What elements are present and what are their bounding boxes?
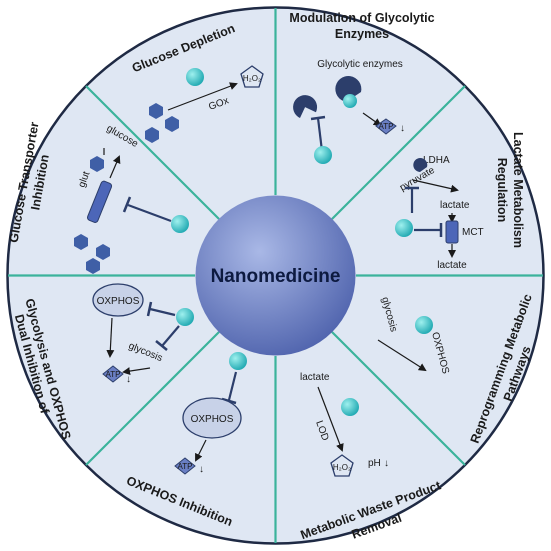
glut-label: glut	[76, 170, 92, 189]
lactate-title-line2: Regulation	[495, 158, 509, 223]
ldha-label: LDHA	[423, 155, 450, 166]
glucose-hexagon-icon	[90, 156, 104, 172]
pathway-arrow	[377, 339, 427, 372]
atp-arrow	[122, 367, 151, 376]
oxphos-label: OXPHOS	[97, 296, 140, 307]
ldha-pacman-icon	[413, 158, 428, 172]
inhibit-line	[316, 117, 324, 152]
glucose-hexagon-icon	[165, 116, 179, 132]
nanoparticle-icon	[343, 94, 357, 108]
atp-diamond-icon	[375, 118, 397, 135]
atp-diamond-icon	[174, 457, 196, 475]
nanoparticle-icon	[171, 215, 189, 233]
glycolytic-enzymes-label: Glycolytic enzymes	[317, 59, 403, 70]
h2o2-pentagon-icon	[330, 454, 354, 477]
nanoparticle-icon	[395, 219, 413, 237]
reaction-arrow	[317, 386, 344, 452]
atp-arrow	[362, 112, 382, 127]
atp-arrow	[106, 317, 115, 358]
inhibit-bar	[122, 196, 132, 213]
section-dividers	[8, 8, 543, 543]
glucose-hexagon-icon	[96, 244, 110, 260]
nanoparticle-icon	[415, 316, 433, 334]
atp-label: ATP	[106, 370, 121, 379]
reaction-arrow	[167, 82, 238, 111]
divider-top-right	[331, 85, 466, 220]
inhibit-bar	[146, 301, 153, 317]
glucose-hexagon-icon	[74, 234, 88, 250]
lactate-out-label: lactate	[437, 260, 467, 271]
section-glycolytic-enzymes: Modulation of Glycolytic Enzymes Glycoly…	[289, 11, 435, 164]
inhibit-line	[149, 307, 176, 317]
center-label: Nanomedicine	[211, 266, 341, 287]
ph-label: pH	[368, 458, 381, 469]
mitochondria-icon	[92, 283, 144, 317]
atp-arrow	[195, 439, 207, 462]
inhibit-line	[227, 371, 238, 401]
mct-label: MCT	[462, 227, 484, 238]
atp-label: ATP	[178, 462, 193, 471]
enzyme-pacman-icon	[293, 95, 318, 118]
atp-diamond-icon	[102, 365, 124, 383]
h2o2-pentagon-icon	[240, 65, 264, 88]
glucose-hexagon-icon	[145, 127, 159, 143]
conversion-arrow	[412, 179, 459, 193]
center-circle	[195, 195, 356, 356]
divider-top-left	[85, 85, 220, 220]
inhibit-bar	[310, 115, 326, 121]
lactate-title-line1: Lactate Metabolism	[511, 132, 525, 248]
nanoparticle-icon	[229, 352, 247, 370]
h2o2-label: H₂O₂	[243, 74, 261, 83]
nanoparticle-icon	[186, 68, 204, 86]
divider-bottom-left	[85, 331, 220, 466]
h2o2-label: H₂O₂	[333, 463, 351, 472]
inhibit-bar	[155, 340, 168, 351]
nanoparticle-icon	[176, 308, 194, 326]
glut-transporter-icon	[86, 180, 113, 223]
lactate-label: lactate	[440, 200, 470, 211]
glycolytic-title-line2: Enzymes	[335, 27, 389, 41]
nanoparticle-icon	[314, 146, 332, 164]
divider-bottom-right	[331, 331, 466, 466]
glucose-hexagon-icon	[86, 258, 100, 274]
atp-down-arrow: ↓	[199, 464, 204, 475]
glucose-hexagon-icon	[149, 103, 163, 119]
atp-down-arrow: ↓	[126, 374, 131, 385]
atp-down-arrow: ↓	[400, 123, 405, 134]
lactate-label: lactate	[300, 372, 330, 383]
inhibit-line	[127, 203, 172, 223]
ph-down-arrow: ↓	[384, 458, 389, 469]
inhibit-line	[161, 325, 180, 347]
mct-transporter-icon	[445, 220, 459, 244]
oxphos-label: OXPHOS	[191, 414, 234, 425]
nanoparticle-icon	[341, 398, 359, 416]
uptake-arrow	[109, 155, 121, 179]
enzyme-pacman-icon	[335, 76, 362, 103]
glycolytic-title-line1: Modulation of Glycolytic	[289, 11, 434, 25]
mitochondria-icon	[182, 397, 242, 439]
atp-label: ATP	[379, 122, 394, 131]
